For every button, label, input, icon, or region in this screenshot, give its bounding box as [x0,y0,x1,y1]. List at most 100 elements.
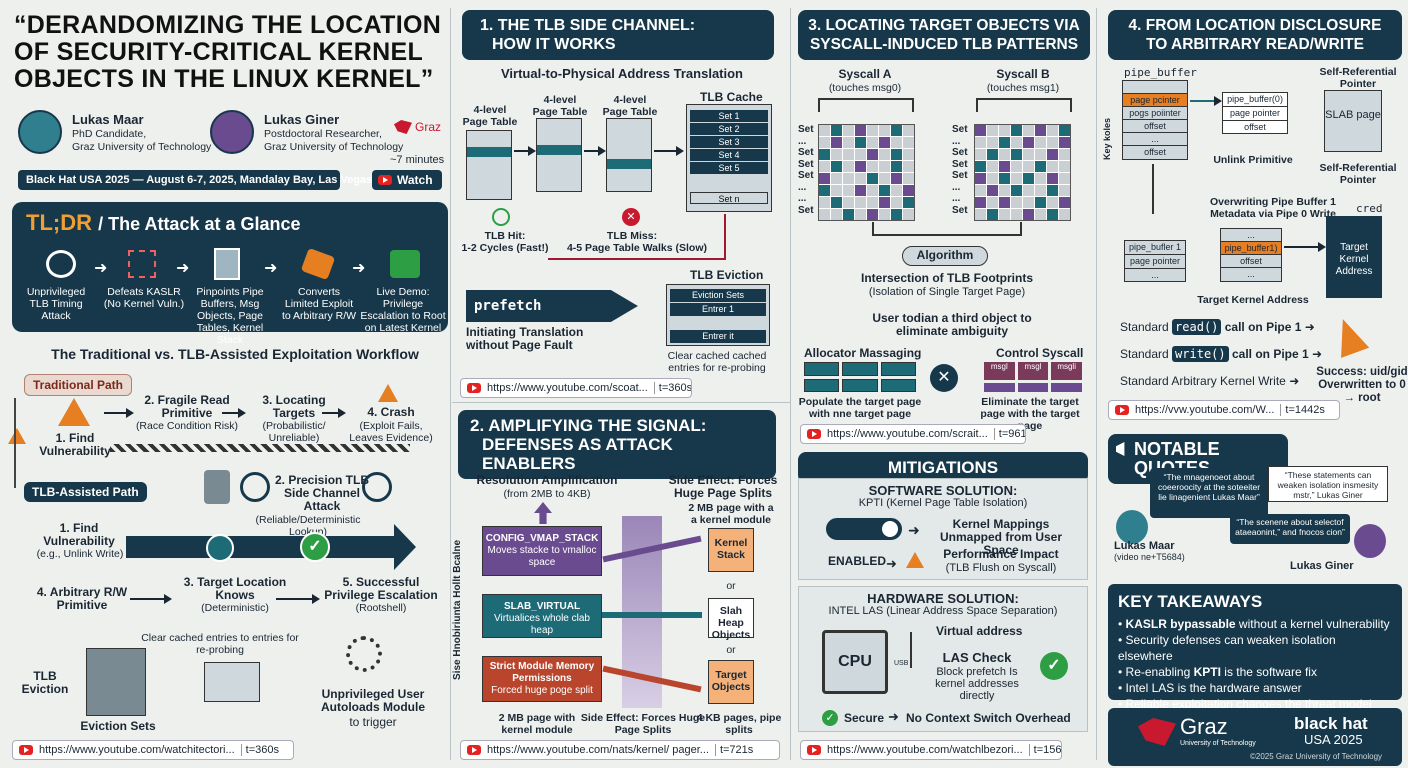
eviction-set-stack [86,648,146,716]
grid-cell [975,173,986,184]
kpti-toggle[interactable] [826,518,902,540]
column-4: 4. FROM LOCATION DISCLOSURE TO ARBITRARY… [1098,0,1408,768]
grid-cell [819,197,830,208]
tlb-path-arrow [126,524,416,570]
grid-cell [891,149,902,160]
grid-cell [879,209,890,220]
grid-cell [831,137,842,148]
grid-cell [843,185,854,196]
grid-cell [1047,125,1058,136]
arrow-icon [222,408,246,418]
grid-cell [855,137,866,148]
grid-cell [987,125,998,136]
youtube-icon [19,745,33,755]
arrow-icon [1284,242,1326,252]
grid-cell [1011,209,1022,220]
grid-cell [1047,161,1058,172]
section-3-header: 3. LOCATING TARGET OBJECTS VIA SYSCALL-I… [798,10,1090,60]
grid-cell [1059,137,1070,148]
grid-cell [867,149,878,160]
arrow-icon: ➜ [908,522,920,538]
video-link-6[interactable]: https://vvw.youtube.com/W... t=1442s [1108,400,1340,420]
tlb-footprint-grid-a [818,124,915,221]
connector [602,612,702,618]
grid-cell [867,137,878,148]
grid-cell [819,161,830,172]
slab-virtual-box: SLAB_VIRTUAL Virtualices whole clab heap [482,594,602,638]
video-link-1[interactable]: https://www.youtube.com/watchitectori...… [12,740,294,760]
grid-cell [999,149,1010,160]
arrow-icon: ➜ [176,260,190,277]
quote-bubble-3: “The scenene about selectof ataeaonint,”… [1230,514,1350,544]
grid-cell [879,185,890,196]
grid-cell [903,209,914,220]
pipe-buffer-1-struct: pipe_bufler 1 page pointer ... [1124,240,1186,282]
grid-cell [903,173,914,184]
grid-cell [999,137,1010,148]
column-divider [790,8,791,760]
video-link-5[interactable]: https://www.youtube.com/watchlbezori... … [800,740,1062,760]
duration-label: ~7 minutes [390,154,445,166]
grid-cell [879,173,890,184]
arrow-icon: ➜ [888,709,899,724]
arb-write-row: Standard Arbitrary Kernel Write ➜ [1120,374,1300,388]
avatar [18,110,62,154]
grid-cell [1047,197,1058,208]
grid-cell [987,173,998,184]
watch-button[interactable]: Watch [372,170,442,190]
grid-cell [867,197,878,208]
grid-cell [1011,161,1022,172]
grid-cell [867,185,878,196]
video-link-4[interactable]: https://www.youtube.com/scrait... t=961s [800,424,1026,444]
avatar [210,110,254,154]
video-link-2[interactable]: https://www.youtube.com/scoat... t=360s [460,378,692,398]
grid-cell [867,125,878,136]
loading-icon [346,636,382,672]
grid-cell [975,161,986,172]
list-item: Security defenses can weaken isolation e… [1118,632,1392,664]
grid-cell [999,125,1010,136]
read-call-row: Standard read() call on Pipe 1 ➜ [1120,319,1315,335]
grid-cell [891,173,902,184]
section-2-header: 2. AMPLIFYING THE SIGNAL: DEFENSES AS AT… [458,410,776,479]
grid-cell [855,161,866,172]
connector [1152,164,1154,214]
arrow-icon [130,594,172,604]
list-item: Reliable exploitation changes the threat… [1118,696,1392,712]
grid-cell [999,209,1010,220]
grid-cell [831,209,842,220]
quote-bubble-1: “The mnagenoeot about coeeroocity at the… [1150,468,1268,518]
pipe-buffer-struct: page pcinter pogs poiinter offset ... of… [1122,80,1188,160]
youtube-icon [378,175,392,185]
grid-cell [891,161,902,172]
refresh-icon [206,534,234,562]
grid-cell [1035,149,1046,160]
graz-logo-icon [1138,718,1176,746]
grid-cell [831,125,842,136]
grid-cell [843,137,854,148]
party-popper-icon [1329,314,1370,358]
grid-cell [999,197,1010,208]
megaphone-icon [1116,442,1125,456]
grid-cell [1023,161,1034,172]
grid-cell [1047,149,1058,160]
allocator-blocks [804,362,916,392]
grid-cell [855,125,866,136]
grid-cell [879,137,890,148]
grid-cell [891,197,902,208]
grid-cell [975,197,986,208]
warning-icon [58,398,90,426]
timer-icon [362,472,392,502]
write-call-row: Standard write() call on Pipe 1 ➜ [1120,346,1323,362]
page-table-2 [536,118,582,192]
target-icon: ✕ [930,364,958,392]
grid-cell [1023,185,1034,196]
stopwatch-icon [492,208,510,226]
grid-cell [1059,161,1070,172]
grid-cell [1023,149,1034,160]
grid-cell [855,173,866,184]
grid-cell [843,125,854,136]
video-link-3[interactable]: https://www.youtube.com/nats/kernel/ pag… [460,740,780,760]
column-left: “DERANDOMIZING THE LOCATION OF SECURITY-… [0,0,450,768]
grid-cell [843,149,854,160]
